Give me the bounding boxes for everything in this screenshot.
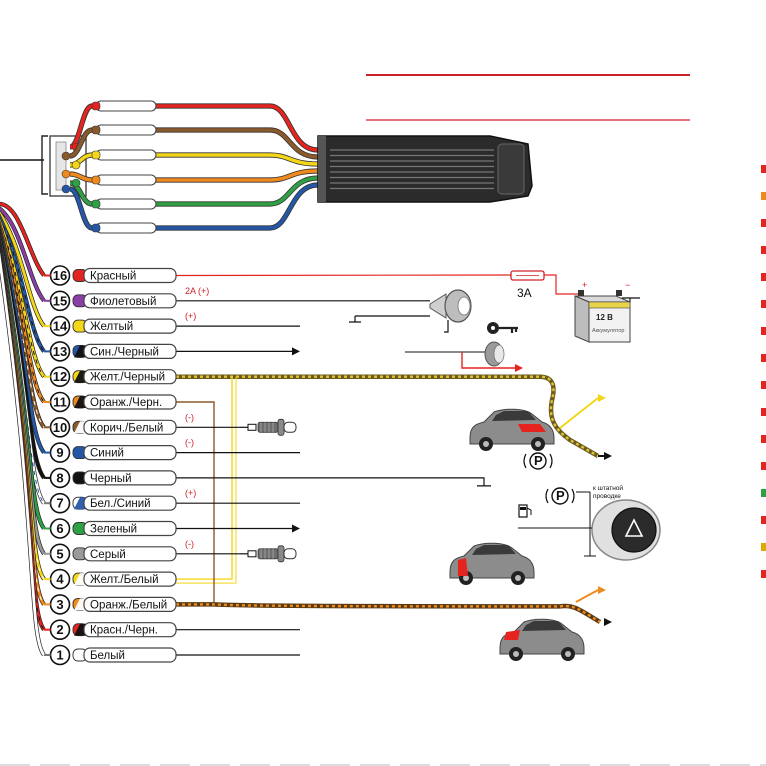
- pin-number: 1: [56, 648, 63, 663]
- pin-row-11: 11 Оранж./Черн.: [44, 393, 176, 412]
- pin-row-15: 15 Фиолетовый 2A (+): [44, 286, 209, 311]
- pin-number: 6: [56, 521, 63, 536]
- pin-row-6: 6 Зеленый: [44, 519, 176, 538]
- parking-icon-bottom: P: [546, 488, 574, 504]
- wire-label: Черный: [90, 473, 132, 485]
- pin-row-3: 3 Оранж./Белый: [44, 595, 176, 614]
- pin-row-7: 7 Бел./Синий (+): [44, 488, 196, 513]
- pin-row-1: 1 Белый: [44, 646, 176, 665]
- wire-label: Красный: [90, 271, 136, 283]
- pin-number: 16: [53, 268, 67, 283]
- car-icon-rear: [500, 619, 584, 661]
- wire-polarity: (+): [185, 311, 196, 321]
- wire-polarity: (-): [185, 539, 194, 549]
- wire-polarity: (-): [185, 412, 194, 422]
- wire-polarity: (-): [185, 438, 194, 448]
- battery-voltage: 12 В: [596, 313, 613, 322]
- pin-number: 12: [53, 369, 67, 384]
- svg-text:+: +: [582, 280, 587, 290]
- top-harness-sleeves: [92, 101, 156, 233]
- pin-number: 4: [56, 572, 64, 587]
- svg-text:P: P: [534, 453, 543, 468]
- wire-label: Желт./Черный: [90, 372, 165, 384]
- wire-label: Серый: [90, 549, 126, 561]
- fuse-icon: [511, 271, 544, 280]
- ignition-note-line1: к штатной: [593, 484, 623, 492]
- pin-row-10: 10 Корич./Белый (-): [44, 412, 194, 437]
- wire-polarity: (+): [185, 488, 196, 498]
- wire-polarity: 2A (+): [185, 286, 209, 296]
- pin-switch-icon: [240, 419, 296, 435]
- pin-row-2: 2 Красн./Черн.: [44, 620, 176, 639]
- fuel-pump-icon: [519, 505, 531, 517]
- wire-label: Син./Черный: [90, 346, 159, 358]
- pin-number: 11: [53, 395, 67, 410]
- wire-label: Красн./Черн.: [90, 625, 158, 637]
- wire-label: Корич./Белый: [90, 422, 163, 434]
- pin-switch-icon: [240, 546, 296, 562]
- pin-row-14: 14 Желтый (+): [44, 311, 196, 336]
- pin-row-4: 4 Желт./Белый: [44, 570, 176, 589]
- wire-label: Желтый: [90, 321, 133, 333]
- svg-text:P: P: [556, 488, 565, 503]
- hazard-button-icon: [592, 500, 660, 560]
- control-module: [318, 136, 532, 202]
- pin-number: 10: [53, 420, 67, 435]
- wire-label: Синий: [90, 448, 124, 460]
- ignition-note-line2: проводке: [593, 493, 621, 500]
- pin-number: 7: [56, 496, 63, 511]
- wire-label: Белый: [90, 650, 125, 662]
- car-icon-side: [450, 543, 534, 585]
- shock-sensor-icon: [485, 342, 504, 366]
- pin-number: 15: [53, 293, 67, 308]
- siren-icon: [430, 290, 471, 332]
- pin-row-13: 13 Син./Черный: [44, 342, 176, 361]
- pin-number: 2: [56, 622, 63, 637]
- fuse-label: 3A: [517, 286, 532, 300]
- wire-label: Оранж./Белый: [90, 599, 167, 611]
- left-wire-fan: [0, 204, 44, 655]
- siren-ground: [349, 316, 430, 322]
- pin-number: 8: [56, 470, 63, 485]
- wire-label: Фиолетовый: [90, 296, 156, 308]
- pin-number: 9: [56, 445, 63, 460]
- pin-number: 3: [56, 597, 63, 612]
- parking-icon-top: P: [524, 453, 552, 469]
- wire-label: Желт./Белый: [90, 574, 159, 586]
- pin-number: 5: [56, 546, 63, 561]
- car-icon-front: [470, 409, 554, 451]
- pin-row-12: 12 Желт./Черный: [44, 367, 176, 386]
- wire-connections: [176, 275, 640, 655]
- right-edge-marks: [0, 165, 766, 765]
- key-icon: [487, 322, 518, 334]
- pin-row-9: 9 Синий (-): [44, 438, 194, 463]
- wire-label: Бел./Синий: [90, 498, 151, 510]
- pin-row-5: 5 Серый (-): [44, 539, 194, 564]
- svg-text:−: −: [625, 280, 630, 290]
- wire-label: Зеленый: [90, 524, 137, 536]
- pin-number: 14: [53, 319, 68, 334]
- pin-row-16: 16 Красный: [44, 266, 176, 285]
- wire-label: Оранж./Черн.: [90, 397, 162, 409]
- pin-number: 13: [53, 344, 67, 359]
- battery-name: Аккумулятор: [592, 328, 624, 334]
- pin-row-8: 8 Черный: [44, 468, 176, 487]
- top-harness-wires: [62, 106, 318, 228]
